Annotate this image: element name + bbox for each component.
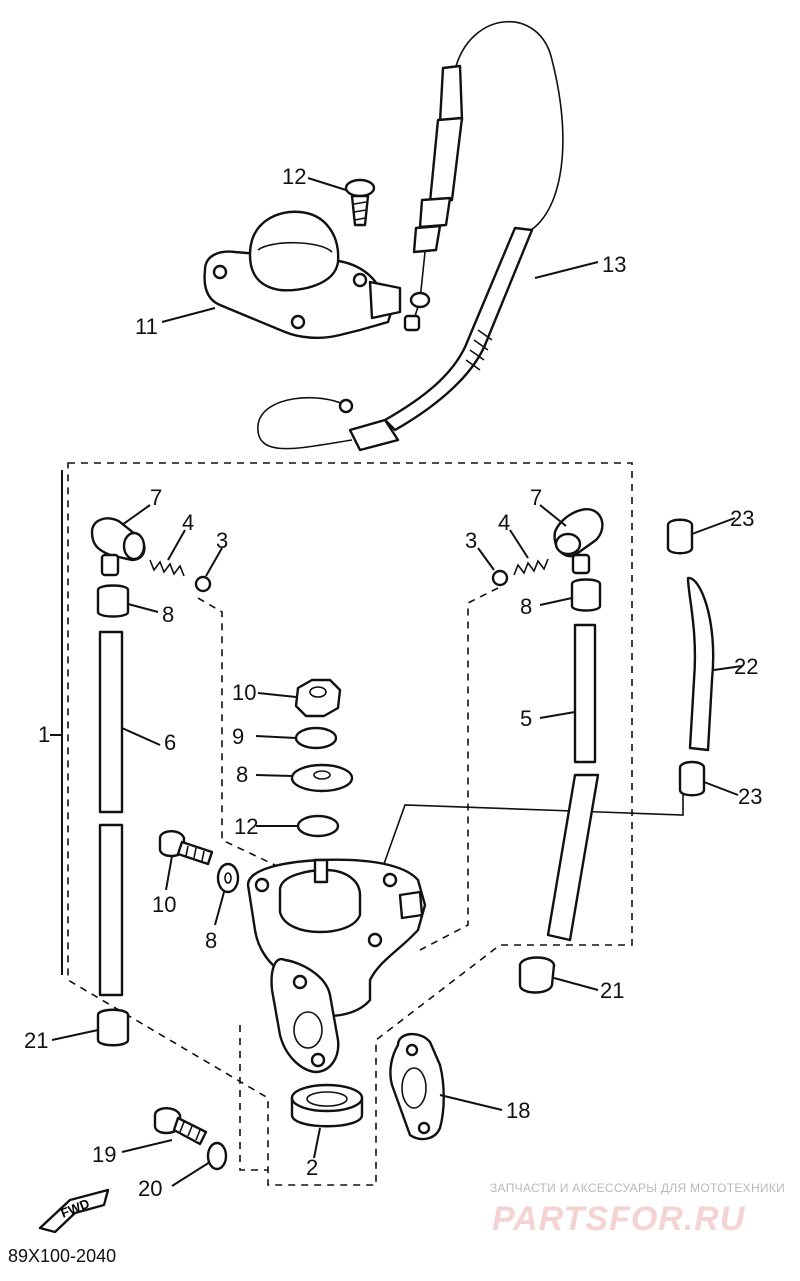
callout-4-right: 4 (498, 510, 510, 535)
callout-17: 13 (602, 252, 626, 277)
right-fitting-group (491, 508, 604, 994)
leader-lines (50, 177, 743, 1187)
callout-18: 18 (506, 1098, 530, 1123)
callout-23-bottom: 23 (738, 784, 762, 809)
callout-8-left: 8 (162, 602, 174, 627)
callout-3-left: 3 (216, 528, 228, 553)
bolt-and-washer-bottom (153, 1107, 228, 1171)
oil-pump-body (246, 858, 427, 1074)
watermark-brand: PARTSFOR.RU (492, 1200, 746, 1238)
bolt-and-washer-left (158, 830, 240, 894)
vent-hose-group (666, 518, 715, 797)
callout-13: 9 (232, 724, 244, 749)
callout-7-right: 7 (530, 485, 542, 510)
center-hardware-stack (290, 678, 354, 838)
callout-4-left: 4 (182, 510, 194, 535)
callout-1: 1 (38, 722, 50, 747)
callout-8-right: 8 (520, 594, 532, 619)
fwd-arrow-icon: FWD (38, 1188, 110, 1234)
callout-22: 22 (734, 654, 758, 679)
oil-seal (290, 1083, 364, 1128)
callout-20: 20 (138, 1176, 162, 1201)
callout-11: 8 (236, 762, 248, 787)
pump-cover (203, 210, 402, 340)
callout-6: 6 (164, 730, 176, 755)
callout-14: 10 (232, 680, 256, 705)
callout-23-top: 23 (730, 506, 754, 531)
callout-21-right: 21 (600, 978, 624, 1003)
callout-10: 10 (152, 892, 176, 917)
callout-7-left: 7 (150, 485, 162, 510)
callout-3-right: 3 (465, 528, 477, 553)
cover-screw (344, 178, 376, 227)
callout-9: 8 (205, 928, 217, 953)
callout-15: 11 (135, 314, 158, 339)
watermark: ЗАПЧАСТИ И АКСЕССУАРЫ ДЛЯ МОТОТЕХНИКИ PA… (490, 1181, 785, 1238)
callout-5: 5 (520, 706, 532, 731)
callout-labels: 12 11 13 7 4 3 8 6 1 10 9 8 12 10 8 21 7… (24, 164, 762, 1201)
callout-21-left: 21 (24, 1028, 48, 1053)
callout-12: 12 (234, 814, 258, 839)
diagram-code: 89X100-2040 (8, 1246, 116, 1266)
watermark-caption: ЗАПЧАСТИ И АКСЕССУАРЫ ДЛЯ МОТОТЕХНИКИ (490, 1181, 785, 1195)
pump-gasket (389, 1032, 445, 1141)
callout-16: 12 (282, 164, 306, 189)
callout-2: 2 (306, 1155, 318, 1180)
throttle-cable (257, 21, 564, 452)
left-fitting-group (90, 517, 212, 1047)
callout-19: 19 (92, 1142, 116, 1167)
assembly-boundary (67, 462, 684, 1186)
fwd-label: FWD (59, 1196, 92, 1221)
